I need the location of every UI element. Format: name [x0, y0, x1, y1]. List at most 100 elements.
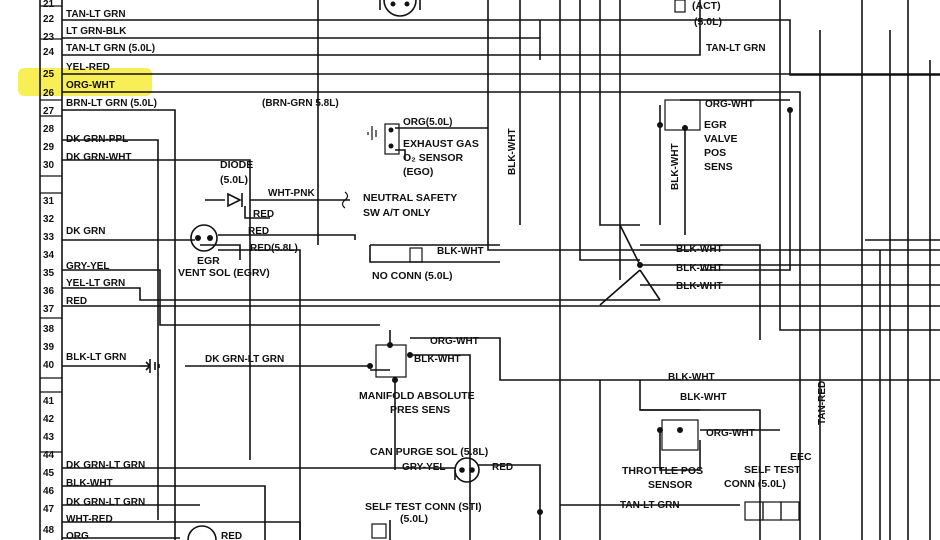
pin-28: 28	[43, 124, 55, 135]
sti-label-2: (5.0L)	[400, 513, 428, 525]
pin-33: 33	[43, 232, 55, 243]
diode-label-2: (5.0L)	[220, 174, 248, 186]
wire-labels: TAN-LT GRN LT GRN-BLK TAN-LT GRN (5.0L) …	[66, 9, 339, 540]
act-label: (ACT)	[692, 0, 721, 12]
canp-gry-yel: GRY-YEL	[402, 462, 446, 473]
egr-vent-solenoid: RED RED(5.8L) EGR VENT SOL (EGRV)	[178, 224, 298, 279]
pin-35: 35	[43, 268, 55, 279]
wire-tan-lt-grn-top: TAN-LT GRN	[706, 43, 766, 54]
ego-wire-label: ORG(5.0L)	[403, 117, 452, 128]
pin-30: 30	[43, 160, 55, 171]
egr-label-4: SENS	[704, 161, 733, 173]
nss-label-2: SW A/T ONLY	[363, 207, 430, 219]
egrv-red-2: RED(5.8L)	[250, 243, 298, 254]
pin-32: 32	[43, 214, 55, 225]
bottom-red: RED	[221, 531, 242, 540]
can-purge-solenoid: CAN PURGE SOL (5.8L) GRY-YEL RED	[370, 446, 513, 483]
egr-valve-pos-sensor: ORG-WHT EGR VALVE POS SENS BLK-WHT	[664, 99, 754, 190]
wire-label-39b: DK GRN-LT GRN	[205, 354, 284, 365]
wire-label-48: ORG	[66, 531, 89, 540]
map-sensor: ORG-WHT BLK-WHT MANIFOLD ABSOLUTE PRES S…	[359, 336, 479, 416]
wire-label-45: BLK-WHT	[66, 478, 113, 489]
pin-41: 41	[43, 396, 55, 407]
wire-label-47: WHT-RED	[66, 514, 113, 525]
hub-blk-wht-3: BLK-WHT	[676, 281, 723, 292]
eec-label-3: CONN (5.0L)	[724, 478, 786, 490]
wire-label-29: DK GRN-WHT	[66, 152, 132, 163]
pin-21: 21	[43, 0, 55, 10]
tps-label-1: THROTTLE POS	[622, 465, 703, 477]
pin-27: 27	[43, 106, 55, 117]
pin-22: 22	[43, 14, 55, 25]
throttle-pos-sensor: BLK-WHT BLK-WHT ORG-WHT THROTTLE POS SEN…	[622, 372, 828, 491]
ego-label-3: (EGO)	[403, 166, 433, 178]
hub-blk-wht-1: BLK-WHT	[676, 244, 723, 255]
wire-blk-wht-vertical: BLK-WHT	[507, 128, 518, 175]
wire-label-26b: (BRN-GRN 5.8L)	[262, 98, 339, 109]
egr-label-2: VALVE	[704, 133, 737, 145]
canp-red: RED	[492, 462, 513, 473]
wire-tan-lt-grn-bottom: TAN-LT GRN	[620, 500, 680, 511]
map-label-1: MANIFOLD ABSOLUTE	[359, 390, 475, 402]
map-label-2: PRES SENS	[390, 404, 450, 416]
pin-26: 26	[43, 88, 55, 99]
wire-label-26: BRN-LT GRN (5.0L)	[66, 98, 157, 109]
eec-label-2: SELF TEST	[744, 464, 801, 476]
pin-37: 37	[43, 304, 55, 315]
egr-org-wht: ORG-WHT	[705, 99, 754, 110]
wire-label-39: BLK-LT GRN	[66, 352, 126, 363]
diode-label-1: DIODE	[220, 159, 253, 171]
ego-label-1: EXHAUST GAS	[403, 138, 479, 150]
pin-23: 23	[43, 32, 55, 43]
pin-43: 43	[43, 432, 55, 443]
tps-org-wht: ORG-WHT	[706, 428, 755, 439]
noconn-wire: BLK-WHT	[437, 246, 484, 257]
tps-blk-wht-1: BLK-WHT	[668, 372, 715, 383]
nss-label-1: NEUTRAL SAFETY	[363, 192, 457, 204]
egr-label-3: POS	[704, 147, 726, 159]
pin-42: 42	[43, 414, 55, 425]
pin-38: 38	[43, 324, 55, 335]
no-conn: BLK-WHT NO CONN (5.0L)	[372, 246, 484, 282]
wire-label-34: GRY-YEL	[66, 261, 110, 272]
diode-red: RED	[253, 209, 274, 220]
tan-red-vertical: TAN-RED	[817, 381, 828, 425]
egr-label-1: EGR	[704, 119, 727, 131]
pin-31: 31	[43, 196, 55, 207]
noconn-label: NO CONN (5.0L)	[372, 270, 453, 282]
pin-39: 39	[43, 342, 55, 353]
wire-label-28: DK GRN-PPL	[66, 134, 128, 145]
wire-label-23: TAN-LT GRN (5.0L)	[66, 43, 155, 54]
pin-46: 46	[43, 486, 55, 497]
wire-label-25: ORG-WHT	[66, 80, 115, 91]
ground-icon	[140, 359, 160, 373]
egrv-label-2: VENT SOL (EGRV)	[178, 267, 270, 279]
junction-dots	[367, 107, 793, 515]
pin-44: 44	[43, 450, 55, 461]
ego-label-2: O₂ SENSOR	[403, 152, 464, 164]
ego-sensor: ORG(5.0L) EXHAUST GAS O₂ SENSOR (EGO) BL…	[367, 117, 518, 178]
bottom-solenoid: RED	[187, 525, 242, 540]
wire-label-21: TAN-LT GRN	[66, 9, 126, 20]
tps-blk-wht-2: BLK-WHT	[680, 392, 727, 403]
highlight-marker	[18, 68, 152, 96]
wire-label-22: LT GRN-BLK	[66, 26, 127, 37]
act-size: (5.0L)	[694, 16, 722, 28]
sti-label-1: SELF TEST CONN (STI)	[365, 501, 482, 513]
act-component: (ACT) (5.0L) TAN-LT GRN	[383, 0, 766, 54]
canp-label: CAN PURGE SOL (5.8L)	[370, 446, 488, 458]
map-blk-wht: BLK-WHT	[414, 354, 461, 365]
wire-label-46: DK GRN-LT GRN	[66, 497, 145, 508]
pin-45: 45	[43, 468, 55, 479]
pin-47: 47	[43, 504, 55, 515]
eec-self-test-conn: EEC SELF TEST CONN (5.0L)	[724, 451, 812, 521]
pin-25: 25	[43, 69, 55, 80]
wire-runs	[62, 0, 940, 540]
wire-label-36: RED	[66, 296, 87, 307]
egr-blk-wht: BLK-WHT	[670, 143, 681, 190]
wire-label-44: DK GRN-LT GRN	[66, 460, 145, 471]
egrv-red-1: RED	[248, 226, 269, 237]
hub-blk-wht-2: BLK-WHT	[676, 263, 723, 274]
pin-34: 34	[43, 250, 55, 261]
